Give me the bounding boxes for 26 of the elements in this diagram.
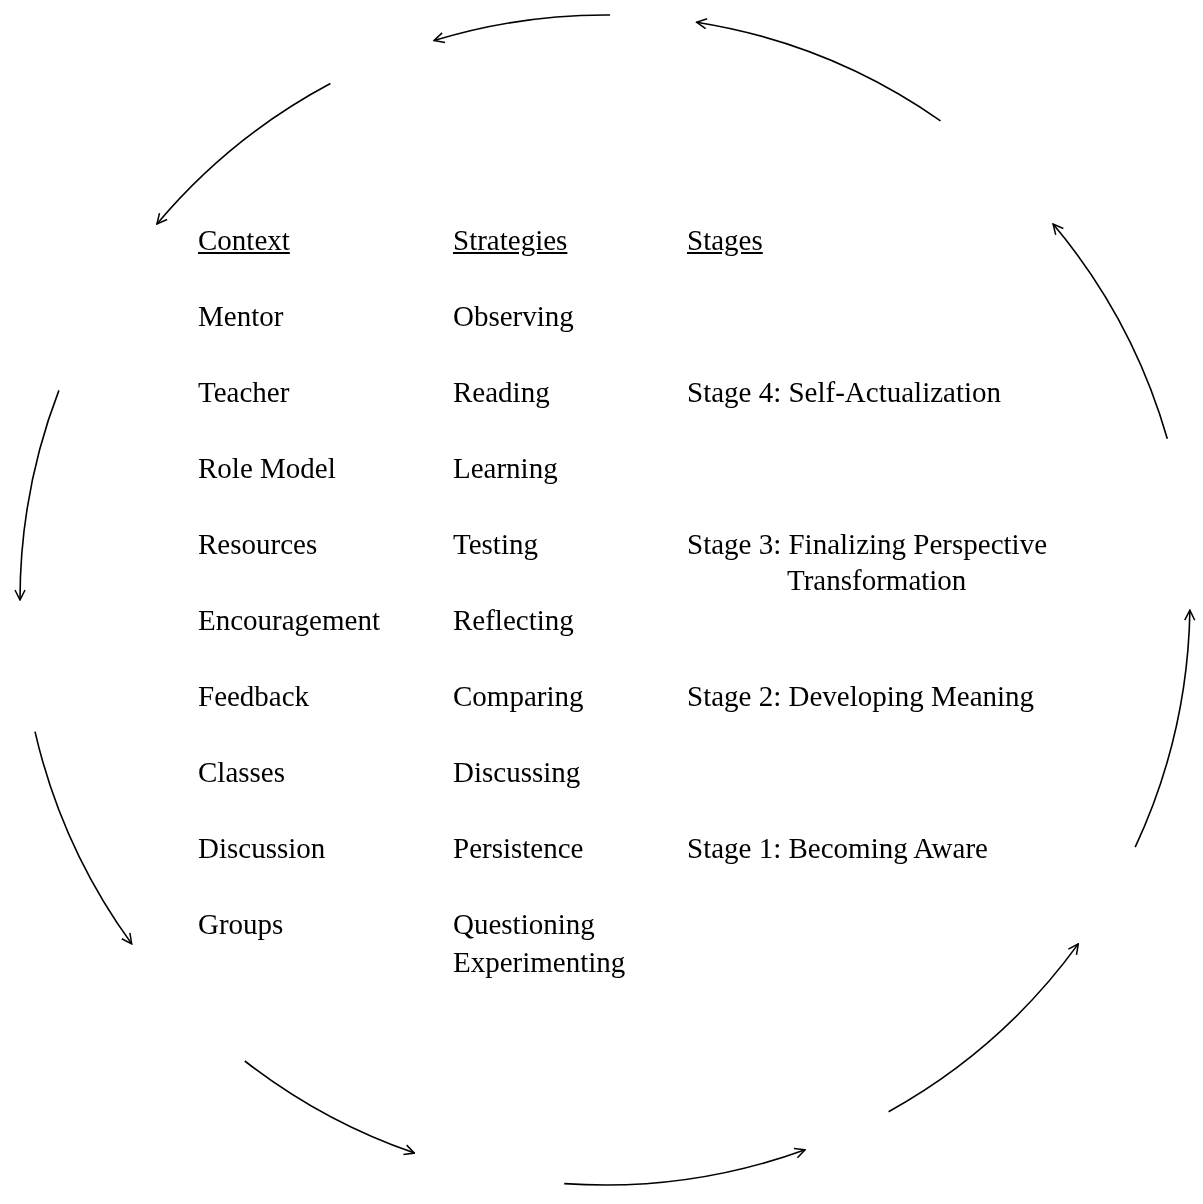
list-item: Persistence bbox=[453, 831, 584, 866]
list-item: Feedback bbox=[198, 679, 310, 714]
list-item: Comparing bbox=[453, 679, 584, 714]
stage-label: Stage 4: Self-Actualization bbox=[687, 375, 1002, 410]
list-item: Testing bbox=[453, 527, 538, 562]
list-item: Learning bbox=[453, 451, 558, 486]
stage-label: Stage 2: Developing Meaning bbox=[687, 679, 1035, 714]
column-heading: Strategies bbox=[453, 223, 568, 258]
list-item: Observing bbox=[453, 299, 574, 334]
stage-label: Stage 1: Becoming Aware bbox=[687, 831, 988, 866]
list-item: Classes bbox=[198, 755, 285, 790]
list-item: Teacher bbox=[198, 375, 290, 410]
stage-label: Stage 3: Finalizing Perspective Transformation bbox=[687, 527, 1048, 598]
list-item: Questioning bbox=[453, 907, 595, 942]
list-item: Discussion bbox=[198, 831, 326, 866]
list-item: Discussing bbox=[453, 755, 581, 790]
list-item: Mentor bbox=[198, 299, 284, 334]
column-heading: Context bbox=[198, 223, 290, 258]
list-item: Role Model bbox=[198, 451, 336, 486]
list-item: Groups bbox=[198, 907, 284, 942]
list-item: Experimenting bbox=[453, 945, 626, 980]
list-item: Reflecting bbox=[453, 603, 574, 638]
list-item: Encouragement bbox=[198, 603, 380, 638]
list-item: Resources bbox=[198, 527, 318, 562]
column-heading: Stages bbox=[687, 223, 763, 258]
list-item: Reading bbox=[453, 375, 550, 410]
